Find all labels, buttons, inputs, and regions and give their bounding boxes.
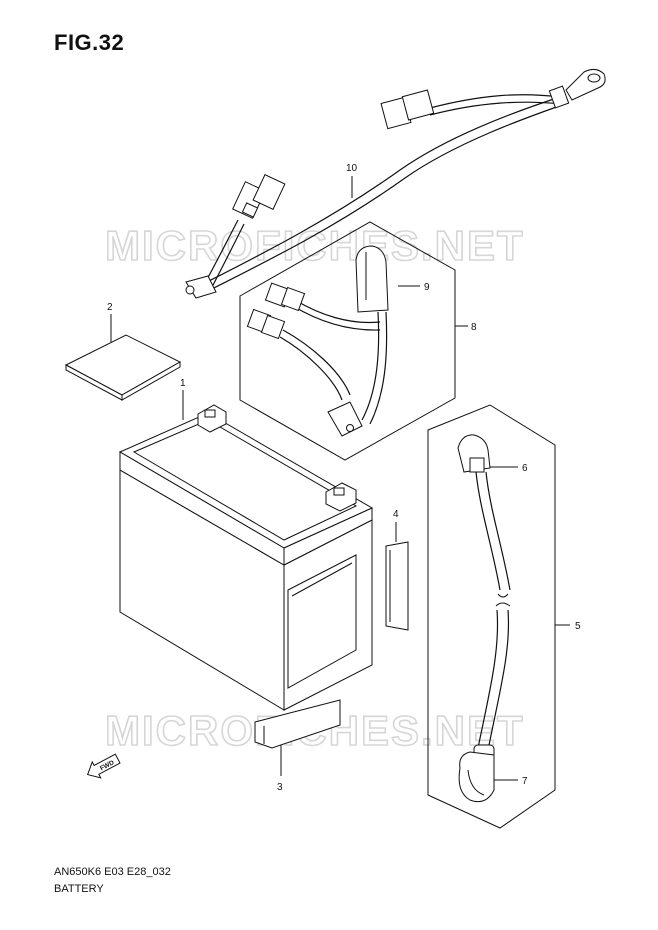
- part-8-group-box: [239, 221, 456, 461]
- watermark-top: MICROFICHES.NET: [105, 222, 525, 269]
- callout-3: 3: [277, 782, 283, 793]
- leader-lines: [110, 176, 570, 781]
- callout-6: 6: [522, 463, 528, 474]
- part-4-pad[interactable]: [385, 541, 409, 631]
- callout-1: 1: [180, 378, 186, 389]
- callout-5: 5: [575, 621, 581, 632]
- callout-7: 7: [522, 776, 528, 787]
- part-2-pad[interactable]: [64, 334, 182, 401]
- part-5-lead-wire[interactable]: [457, 434, 511, 803]
- callout-10: 10: [346, 163, 358, 174]
- figure-name: BATTERY: [54, 883, 104, 895]
- callout-8: 8: [471, 322, 477, 333]
- fwd-arrow-icon: FWD: [86, 753, 121, 779]
- figure-code: AN650K6 E03 E28_032: [54, 866, 171, 878]
- part-1-battery[interactable]: [118, 404, 374, 711]
- part-8-harness[interactable]: [246, 245, 389, 437]
- callout-4: 4: [393, 509, 399, 520]
- callout-9: 9: [424, 282, 430, 293]
- part-10-harness[interactable]: [185, 68, 606, 299]
- part-3-pad[interactable]: [254, 699, 341, 749]
- part-5-group-box: [427, 404, 556, 829]
- figure-title: FIG.32: [54, 30, 125, 55]
- callout-2: 2: [107, 302, 113, 313]
